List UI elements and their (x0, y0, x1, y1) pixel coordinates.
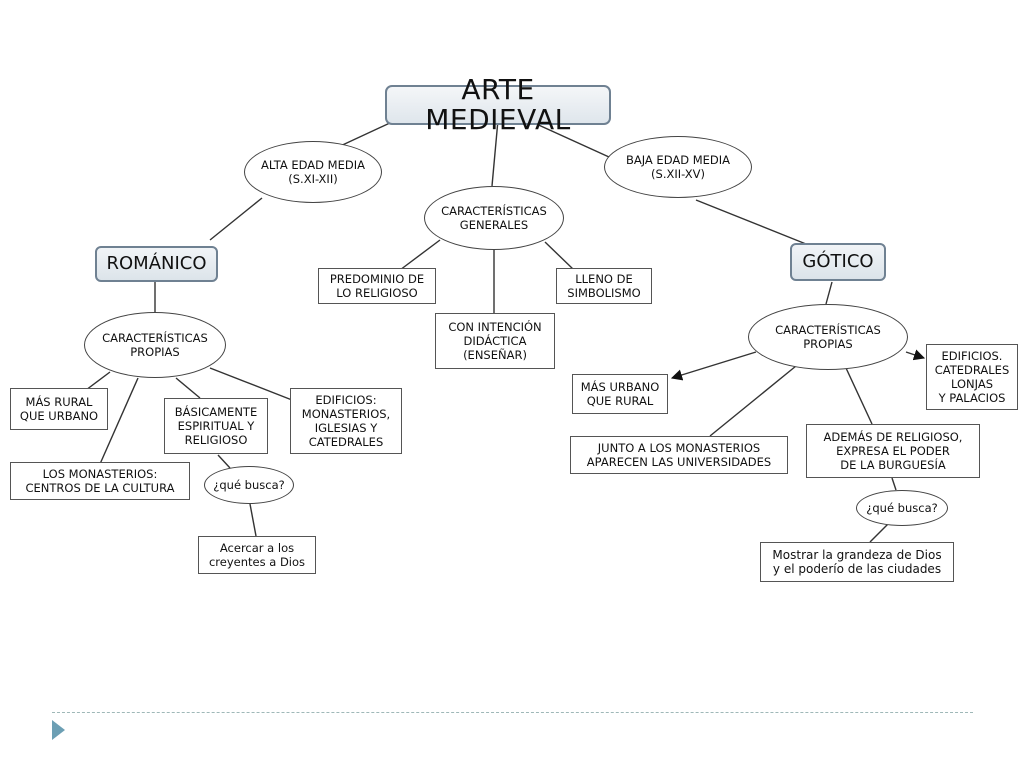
mas-rural-box: MÁS RURAL QUE URBANO (10, 388, 108, 430)
gotico-node: GÓTICO (790, 243, 886, 281)
lleno-simbolismo-box: LLENO DE SIMBOLISMO (556, 268, 652, 304)
triangle-bullet-icon (52, 720, 65, 740)
title-node: ARTE MEDIEVAL (385, 75, 611, 135)
baja-edad-media-node: BAJA EDAD MEDIA (S.XII-XV) (604, 136, 752, 198)
connector (531, 121, 621, 163)
connector (249, 503, 257, 537)
romanico-node: ROMÁNICO (95, 246, 218, 282)
intencion-didactica-box: CON INTENCIÓN DIDÁCTICA (ENSEÑAR) (435, 313, 555, 369)
connector (670, 351, 757, 381)
grandeza-dios-box: Mostrar la grandeza de Dios y el poderío… (760, 542, 954, 582)
edificios-romanico-box: EDIFICIOS: MONASTERIOS, IGLESIAS Y CATED… (290, 388, 402, 454)
acercar-creyentes-box: Acercar a los creyentes a Dios (198, 536, 316, 574)
connector (544, 241, 575, 271)
connector (891, 477, 897, 491)
universidades-box: JUNTO A LOS MONASTERIOS APARECEN LAS UNI… (570, 436, 788, 474)
connector (709, 365, 797, 437)
predominio-religioso-box: PREDOMINIO DE LO RELIGIOSO (318, 268, 436, 304)
romanico-que-busca-node: ¿qué busca? (204, 466, 294, 504)
connector (209, 367, 293, 401)
connector (209, 197, 263, 241)
monasterios-cultura-box: LOS MONASTERIOS: CENTROS DE LA CULTURA (10, 462, 190, 500)
footer-divider (52, 712, 973, 713)
gotico-caracteristicas-node: CARACTERÍSTICAS PROPIAS (748, 304, 908, 370)
connector (869, 523, 889, 543)
connector (217, 454, 231, 469)
poder-burguesia-box: ADEMÁS DE RELIGIOSO, EXPRESA EL PODER DE… (806, 424, 980, 478)
connector (85, 371, 111, 391)
connector (845, 367, 873, 425)
connector (905, 349, 926, 361)
caracteristicas-generales-node: CARACTERÍSTICAS GENERALES (424, 186, 564, 250)
connector (491, 119, 499, 187)
connector (695, 199, 807, 245)
edificios-gotico-box: EDIFICIOS. CATEDRALES LONJAS Y PALACIOS (926, 344, 1018, 410)
mas-urbano-box: MÁS URBANO QUE RURAL (572, 374, 668, 414)
connector (99, 377, 139, 465)
alta-edad-media-node: ALTA EDAD MEDIA (S.XI-XII) (244, 141, 382, 203)
connector (825, 281, 833, 305)
espiritual-religioso-box: BÁSICAMENTE ESPIRITUAL Y RELIGIOSO (164, 398, 268, 454)
connector (175, 377, 201, 399)
romanico-caracteristicas-node: CARACTERÍSTICAS PROPIAS (84, 312, 226, 378)
connector (399, 239, 441, 271)
gotico-que-busca-node: ¿qué busca? (856, 490, 948, 526)
